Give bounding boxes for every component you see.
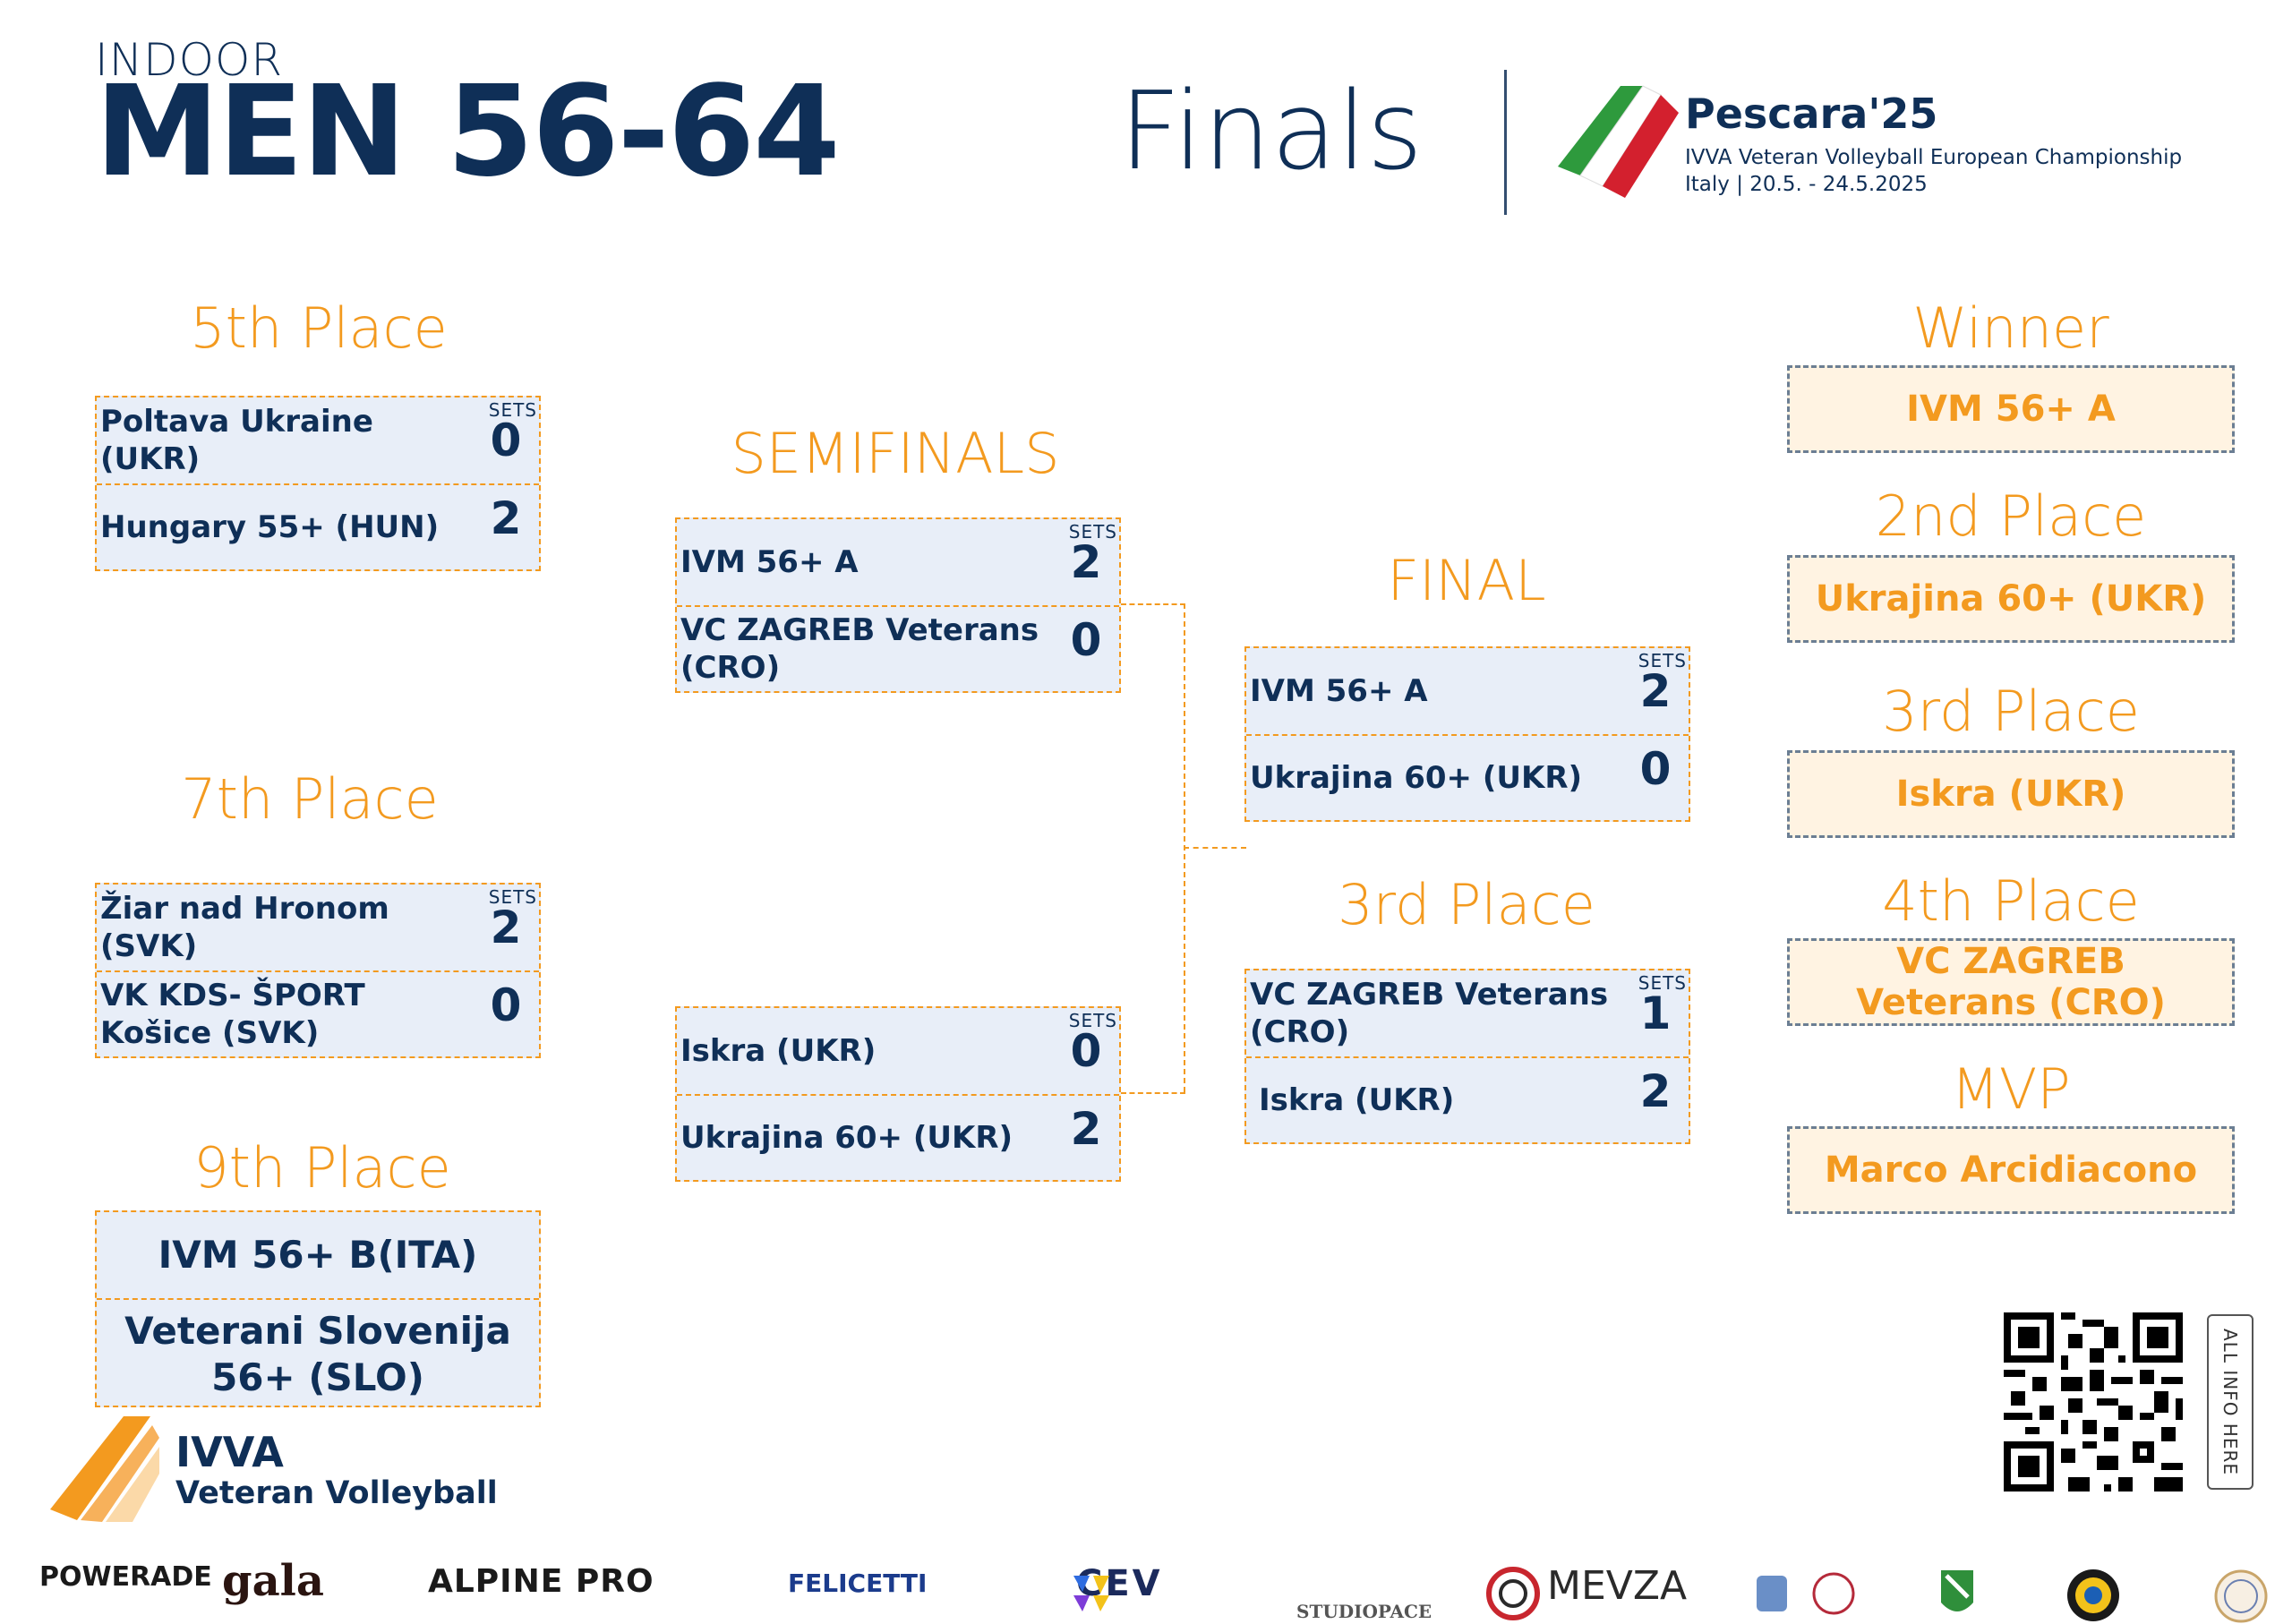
ivva-name: IVVA (175, 1428, 284, 1476)
cev-logo-icon (1073, 1576, 1109, 1611)
fourth-place-heading: 4th Place (1882, 868, 2140, 934)
fifth-place-match: SETS Poltava Ukraine (UKR) 0 Hungary 55+… (95, 396, 541, 571)
team-sets: 0 (1639, 743, 1672, 795)
mevza-logo-icon (1486, 1567, 1540, 1620)
match-row: Žiar nad Hronom (SVK) 2 (97, 885, 539, 970)
team-name: Žiar nad Hronom (SVK) (100, 890, 389, 965)
sets-label: SETS (1638, 972, 1687, 994)
third-place-match: SETS VC ZAGREB Veterans (CRO) 1 Iskra (U… (1244, 969, 1690, 1144)
sets-label: SETS (1638, 650, 1687, 671)
match-row: VC ZAGREB Veterans (CRO) 1 (1246, 970, 1689, 1056)
sponsor-powerade: POWERADE (39, 1561, 212, 1593)
team-sets: 2 (490, 492, 522, 544)
team-name: VK KDS- ŠPORT Košice (SVK) (100, 977, 365, 1052)
sets-label: SETS (488, 886, 537, 908)
stage-title: Finals (1119, 70, 1424, 194)
team-name: Poltava Ukraine (UKR) (100, 403, 373, 478)
team-name: IVM 56+ A (1250, 672, 1428, 709)
seventh-place-heading: 7th Place (181, 766, 439, 832)
sponsor-cev: CEV (1076, 1563, 1163, 1604)
header-divider (1504, 70, 1507, 215)
team-name: Ukrajina 60+ (UKR) (1250, 759, 1583, 796)
match-row: IVM 56+ A 2 (677, 519, 1119, 605)
ninth-place-heading: 9th Place (193, 1135, 451, 1201)
ninth-place-box: IVM 56+ B(ITA) Veterani Slovenija 56+ (S… (95, 1210, 541, 1407)
bracket-connector (1121, 603, 1185, 605)
third-place-box: Iskra (UKR) (1787, 750, 2235, 838)
winner-box: IVM 56+ A (1787, 365, 2235, 453)
bracket-connector (1121, 1092, 1185, 1094)
team-name: IVM 56+ A (680, 543, 859, 580)
third-place-heading: 3rd Place (1882, 679, 2140, 744)
team-sets: 1 (1639, 987, 1672, 1039)
mvp-box: Marco Arcidiacono (1787, 1126, 2235, 1214)
team-name: Hungary 55+ (HUN) (100, 509, 440, 545)
team-sets: 2 (1070, 1103, 1102, 1155)
semifinal-match-2: SETS Iskra (UKR) 0 Ukrajina 60+ (UKR) 2 (675, 1006, 1121, 1182)
team-name: Iskra (UKR) (1259, 1081, 1455, 1118)
team-name: VC ZAGREB Veterans (CRO) (1250, 976, 1609, 1051)
team-sets: 0 (490, 979, 522, 1031)
sets-label: SETS (1068, 1010, 1117, 1031)
federation-badge-icon (2067, 1569, 2119, 1621)
team-name: Iskra (UKR) (680, 1032, 877, 1069)
sponsor-studiopace: STUDIOPACE (1296, 1601, 1432, 1622)
match-row: Ukrajina 60+ (UKR) 0 (1246, 734, 1689, 820)
semifinal-match-1: SETS IVM 56+ A 2 VC ZAGREB Veterans (CRO… (675, 517, 1121, 693)
sets-label: SETS (1068, 521, 1117, 543)
team-name: Ukrajina 60+ (UKR) (680, 1119, 1013, 1156)
team-sets: 2 (1070, 536, 1102, 588)
event-subtitle: IVVA Veteran Volleyball European Champio… (1685, 146, 2183, 169)
event-dates: Italy | 20.5. - 24.5.2025 (1685, 173, 1928, 196)
final-match: SETS IVM 56+ A 2 Ukrajina 60+ (UKR) 0 (1244, 646, 1690, 822)
seal-badge-icon (2214, 1569, 2268, 1623)
sponsor-alpine-pro: ALPINE PRO (428, 1563, 654, 1600)
region-crest-icon (1941, 1570, 1973, 1611)
sets-label: SETS (488, 399, 537, 421)
fifth-place-heading: 5th Place (190, 295, 448, 361)
team-sets: 0 (1070, 614, 1102, 666)
ivva-tagline: Veteran Volleyball (175, 1475, 498, 1511)
ivva-logo-icon (50, 1416, 159, 1522)
team-sets: 2 (1639, 1065, 1672, 1117)
final-heading: FINAL (1387, 548, 1546, 613)
team-sets: 2 (490, 902, 522, 953)
qr-code-icon[interactable] (2004, 1312, 2183, 1492)
match-row: Ukrajina 60+ (UKR) 2 (677, 1094, 1119, 1180)
match-row: Hungary 55+ (HUN) 2 (97, 483, 539, 569)
seventh-place-match: SETS Žiar nad Hronom (SVK) 2 VK KDS- ŠPO… (95, 883, 541, 1058)
team-sets: 0 (490, 415, 522, 466)
semifinals-heading: SEMIFINALS (731, 421, 1060, 486)
match-row: Iskra (UKR) 0 (677, 1008, 1119, 1094)
ninth-team: IVM 56+ B(ITA) (158, 1232, 478, 1277)
all-info-text: ALL INFO HERE (2219, 1329, 2241, 1475)
bracket-connector (1184, 847, 1246, 849)
match-row: IVM 56+ A 2 (1246, 648, 1689, 734)
team-sets: 2 (1639, 665, 1672, 717)
second-place-box: Ukrajina 60+ (UKR) (1787, 555, 2235, 643)
ninth-team: Veterani Slovenija 56+ (SLO) (97, 1298, 539, 1409)
sponsor-mevza: MEVZA (1547, 1563, 1688, 1609)
city-crest-icon (1757, 1572, 1855, 1615)
page-title: MEN 56-64 (95, 59, 841, 205)
all-info-label: ALL INFO HERE (2207, 1314, 2254, 1490)
match-row: Iskra (UKR) 2 (1246, 1056, 1689, 1142)
sponsor-gala: gala (222, 1556, 324, 1606)
italian-flag-logo-icon (1558, 85, 1679, 198)
mvp-heading: MVP (1951, 1056, 2071, 1122)
match-row: VK KDS- ŠPORT Košice (SVK) 0 (97, 970, 539, 1056)
sponsor-felicetti: FELICETTI (788, 1568, 928, 1598)
team-sets: 0 (1070, 1025, 1102, 1077)
fourth-place-box: VC ZAGREB Veterans (CRO) (1787, 938, 2235, 1026)
third-place-match-heading: 3rd Place (1338, 872, 1595, 937)
event-name: Pescara'25 (1685, 90, 1938, 138)
second-place-heading: 2nd Place (1875, 483, 2147, 549)
match-row: Poltava Ukraine (UKR) 0 (97, 397, 539, 483)
category-label: INDOOR (95, 34, 284, 86)
team-name: VC ZAGREB Veterans (CRO) (680, 611, 1039, 687)
match-row: VC ZAGREB Veterans (CRO) 0 (677, 605, 1119, 691)
winner-heading: Winner (1912, 295, 2109, 361)
